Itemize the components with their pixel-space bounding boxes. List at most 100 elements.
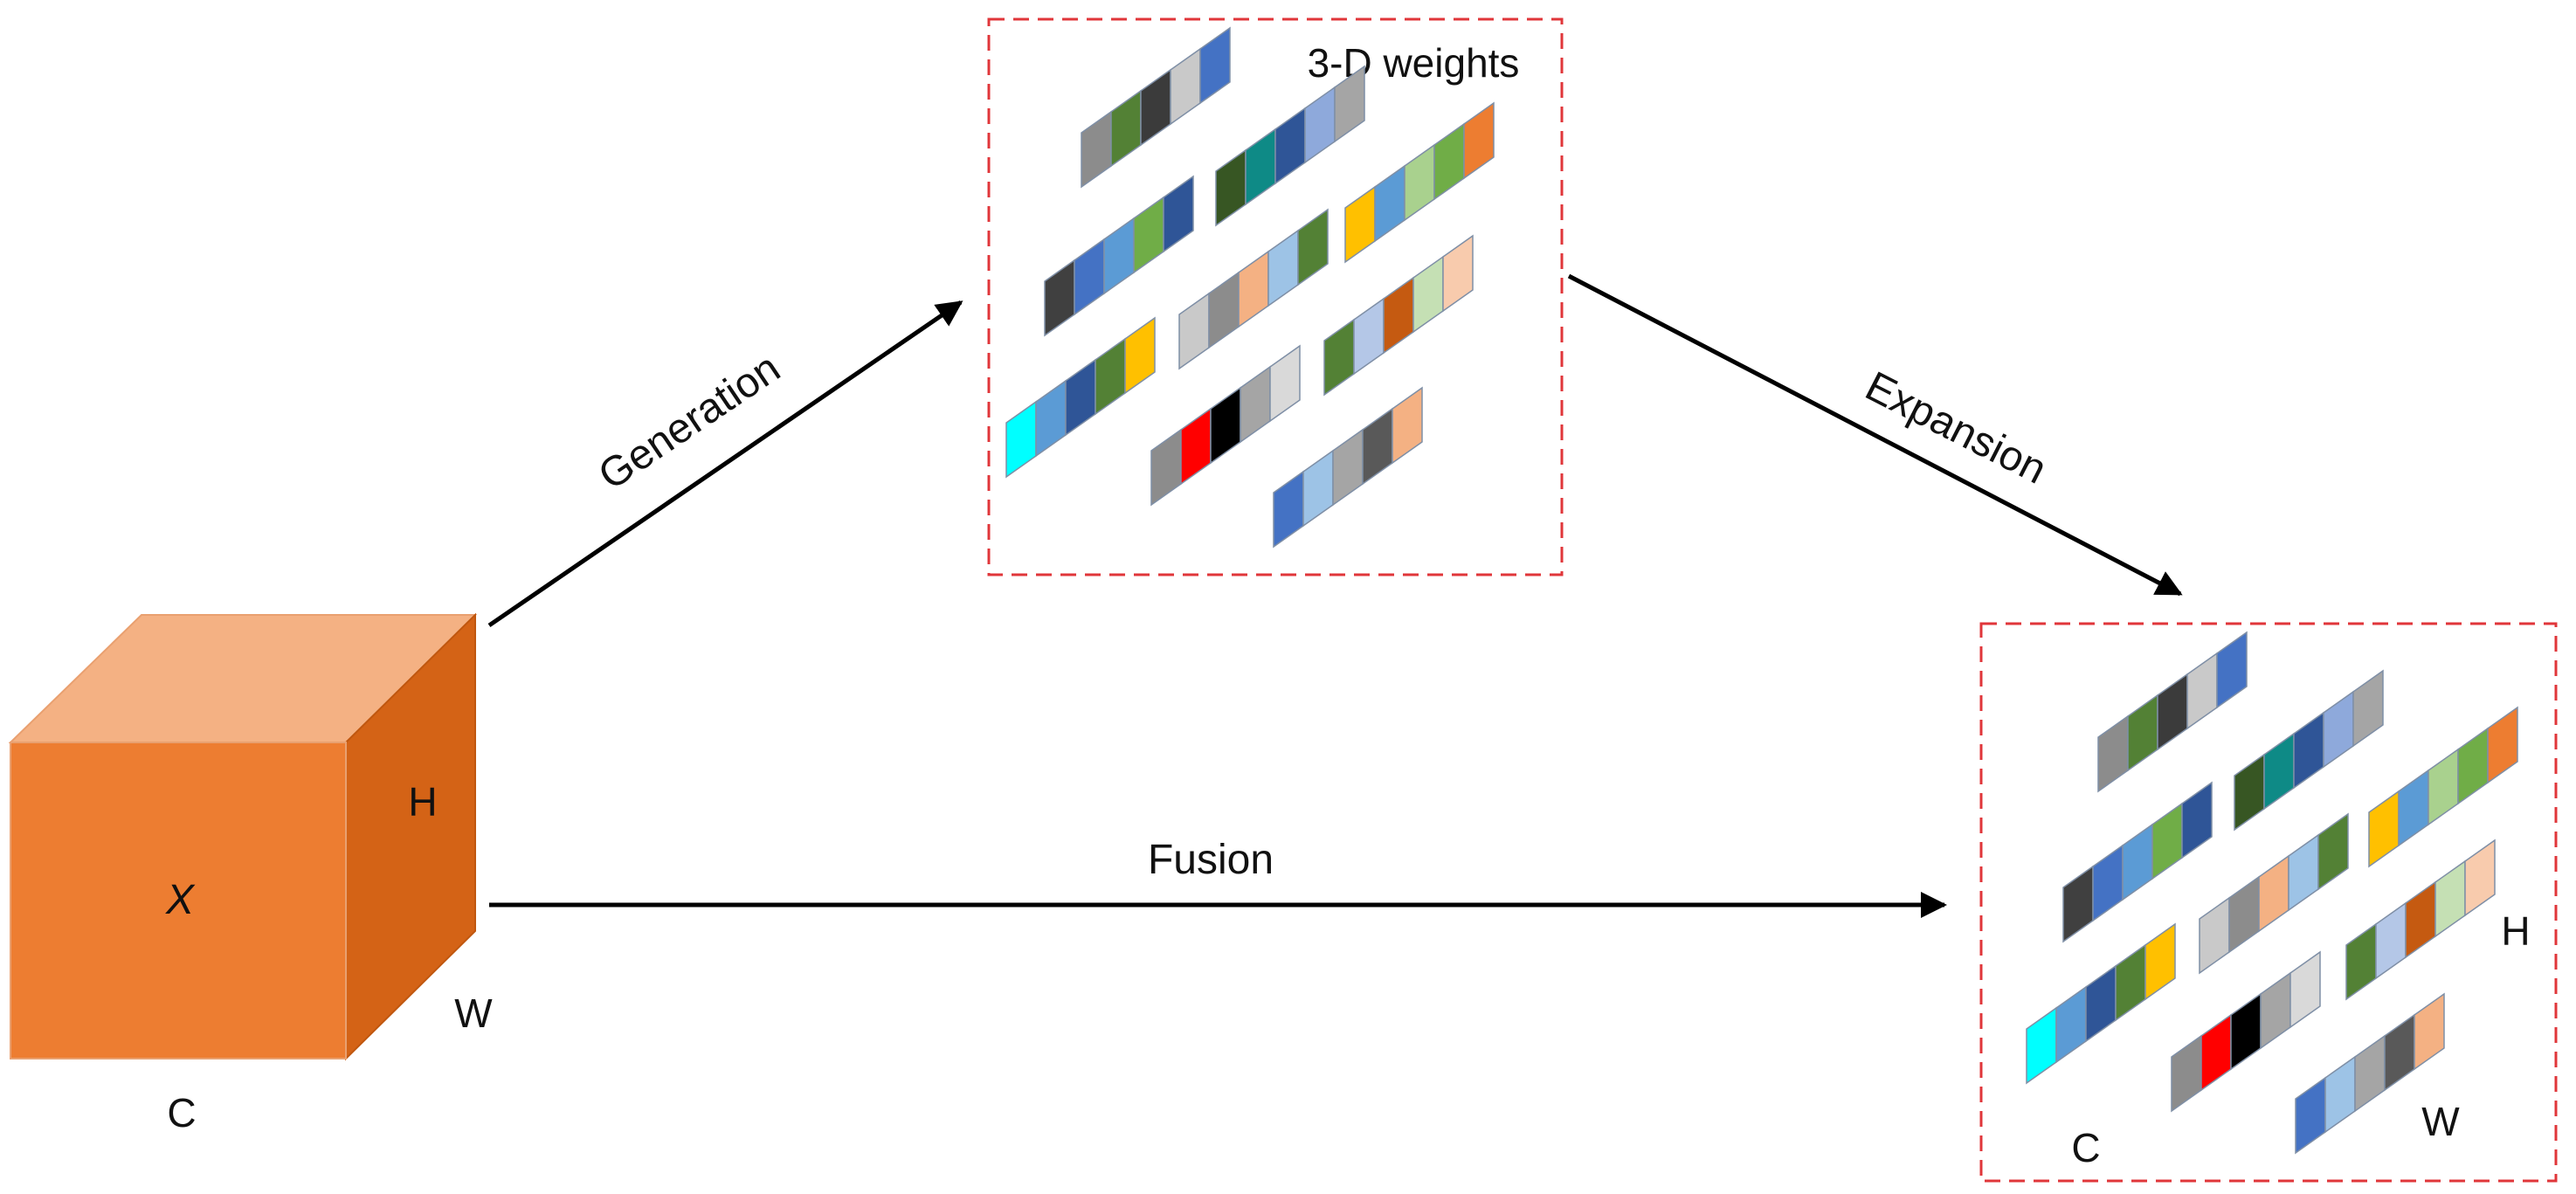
input-cube: X H W C: [8, 612, 493, 1135]
expanded-label-h: H: [2501, 908, 2530, 954]
weights-panel: 3-D weights: [987, 17, 1564, 576]
weights-strip-5-cell-1: [1178, 292, 1210, 370]
weights-strip-4: [1344, 101, 1495, 264]
expanded-strip-8-cell-2: [2200, 1013, 2232, 1092]
weights-strip-4-cell-2: [1374, 164, 1405, 243]
weights-strip-6-cell-3: [1383, 276, 1414, 355]
expanded-strip-7-cell-4: [2115, 943, 2146, 1022]
expanded-strip-7-cell-2: [2055, 985, 2087, 1064]
expanded-strip-3-cell-1: [2062, 865, 2094, 943]
weights-strip-9-cell-1: [1273, 470, 1304, 549]
expanded-strip-8: [2171, 950, 2321, 1113]
expanded-strip-8-cell-3: [2230, 992, 2262, 1071]
weights-strip-2-cell-2: [1245, 128, 1276, 206]
expanded-strip-1-cell-1: [2097, 714, 2129, 793]
expanded-strip-8-cell-4: [2260, 971, 2291, 1050]
expanded-strip-3: [2062, 781, 2213, 943]
expanded-label-w: W: [2421, 1099, 2460, 1144]
generation-arrow-line: [487, 300, 963, 628]
expanded-strip-6-cell-3: [2405, 880, 2436, 959]
weights-strip-1-cell-2: [1110, 89, 1142, 168]
expanded-strip-group: [2026, 631, 2518, 1155]
expanded-strip-5-cell-5: [2317, 812, 2349, 891]
weights-strip-1: [1081, 26, 1231, 189]
expanded-strip-1-cell-3: [2157, 673, 2188, 751]
expanded-strip-2-cell-4: [2323, 690, 2354, 769]
cube-label-c: C: [167, 1090, 196, 1135]
weights-strip-9-cell-3: [1332, 428, 1364, 507]
expanded-strip-9-cell-3: [2354, 1034, 2386, 1113]
weights-strip-3-cell-1: [1044, 259, 1075, 337]
expanded-strip-1: [2097, 631, 2248, 793]
expanded-strip-5-cell-3: [2258, 854, 2289, 933]
weights-strip-2-cell-3: [1274, 107, 1306, 185]
expanded-label-c: C: [2071, 1125, 2100, 1170]
expanded-panel: H W C: [1979, 622, 2558, 1183]
weights-strip-9: [1273, 386, 1423, 549]
weights-strip-4-cell-3: [1404, 143, 1435, 222]
weights-strip-2-cell-5: [1334, 65, 1365, 143]
expanded-strip-1-cell-5: [2216, 631, 2248, 709]
expanded-strip-5: [2199, 812, 2349, 975]
weights-strip-8-cell-2: [1180, 407, 1212, 486]
expanded-strip-6-cell-1: [2345, 922, 2377, 1001]
weights-strip-2-cell-1: [1215, 148, 1247, 227]
expansion-arrow-line: [1567, 273, 2183, 597]
weights-strip-8-cell-5: [1269, 344, 1301, 423]
weights-strip-group: [1005, 26, 1495, 549]
weights-strip-7-cell-4: [1095, 337, 1126, 416]
expanded-strip-2-cell-5: [2352, 669, 2384, 748]
weights-strip-9-cell-4: [1362, 407, 1393, 486]
weights-strip-9-cell-2: [1302, 449, 1334, 528]
expanded-strip-6-cell-5: [2464, 839, 2496, 917]
weights-strip-6-cell-2: [1353, 297, 1385, 376]
weights-strip-5: [1178, 208, 1329, 370]
cube-label-x: X: [165, 877, 196, 923]
expanded-strip-9-cell-4: [2384, 1013, 2415, 1092]
expanded-strip-6: [2345, 839, 2496, 1001]
expanded-strip-8-cell-1: [2171, 1034, 2202, 1113]
weights-strip-7-cell-5: [1124, 316, 1156, 395]
expanded-strip-6-cell-4: [2434, 859, 2466, 938]
expanded-strip-7-cell-3: [2085, 964, 2117, 1043]
weights-strip-6-cell-5: [1442, 234, 1474, 313]
expanded-strip-7-cell-1: [2026, 1006, 2057, 1085]
weights-strip-8-cell-1: [1150, 428, 1182, 507]
expanded-strip-9-cell-5: [2414, 992, 2445, 1071]
weights-strip-7-cell-3: [1065, 358, 1096, 437]
expanded-strip-1-cell-4: [2186, 652, 2218, 730]
expanded-strip-7: [2026, 922, 2176, 1085]
generation-arrow: Generation: [487, 300, 963, 628]
weights-strip-7-cell-1: [1005, 400, 1037, 479]
fusion-label: Fusion: [1148, 837, 1274, 883]
weights-strip-5-cell-4: [1267, 229, 1299, 307]
expanded-strip-4-cell-4: [2457, 727, 2489, 805]
expanded-panel-frame: [1979, 622, 2558, 1183]
expanded-strip-9-cell-1: [2295, 1076, 2326, 1155]
expansion-label: Expansion: [1858, 363, 2054, 493]
weights-strip-9-cell-5: [1392, 386, 1423, 465]
weights-strip-5-cell-5: [1297, 208, 1329, 286]
expanded-strip-2-cell-1: [2234, 753, 2265, 832]
expanded-strip-2-cell-2: [2263, 732, 2295, 811]
cube-front-face: [10, 742, 347, 1059]
weights-strip-8: [1150, 344, 1301, 507]
expanded-strip-2: [2234, 669, 2384, 832]
expanded-strip-6-cell-2: [2375, 901, 2407, 980]
expanded-strip-5-cell-2: [2228, 875, 2260, 954]
expanded-strip-8-cell-5: [2289, 950, 2321, 1029]
expanded-strip-9-cell-2: [2324, 1055, 2356, 1134]
cube-label-h: H: [408, 779, 437, 825]
weights-strip-4-cell-4: [1433, 122, 1465, 201]
cube-label-w: W: [454, 990, 493, 1036]
weights-strip-1-cell-5: [1199, 26, 1231, 105]
weights-strip-3: [1044, 175, 1194, 337]
weights-strip-5-cell-2: [1208, 271, 1240, 349]
weights-strip-1-cell-1: [1081, 110, 1112, 189]
weights-strip-2-cell-4: [1304, 86, 1336, 164]
fusion-arrow: Fusion: [489, 837, 1947, 918]
expanded-strip-3-cell-5: [2181, 781, 2213, 859]
weights-strip-3-cell-3: [1103, 217, 1135, 295]
